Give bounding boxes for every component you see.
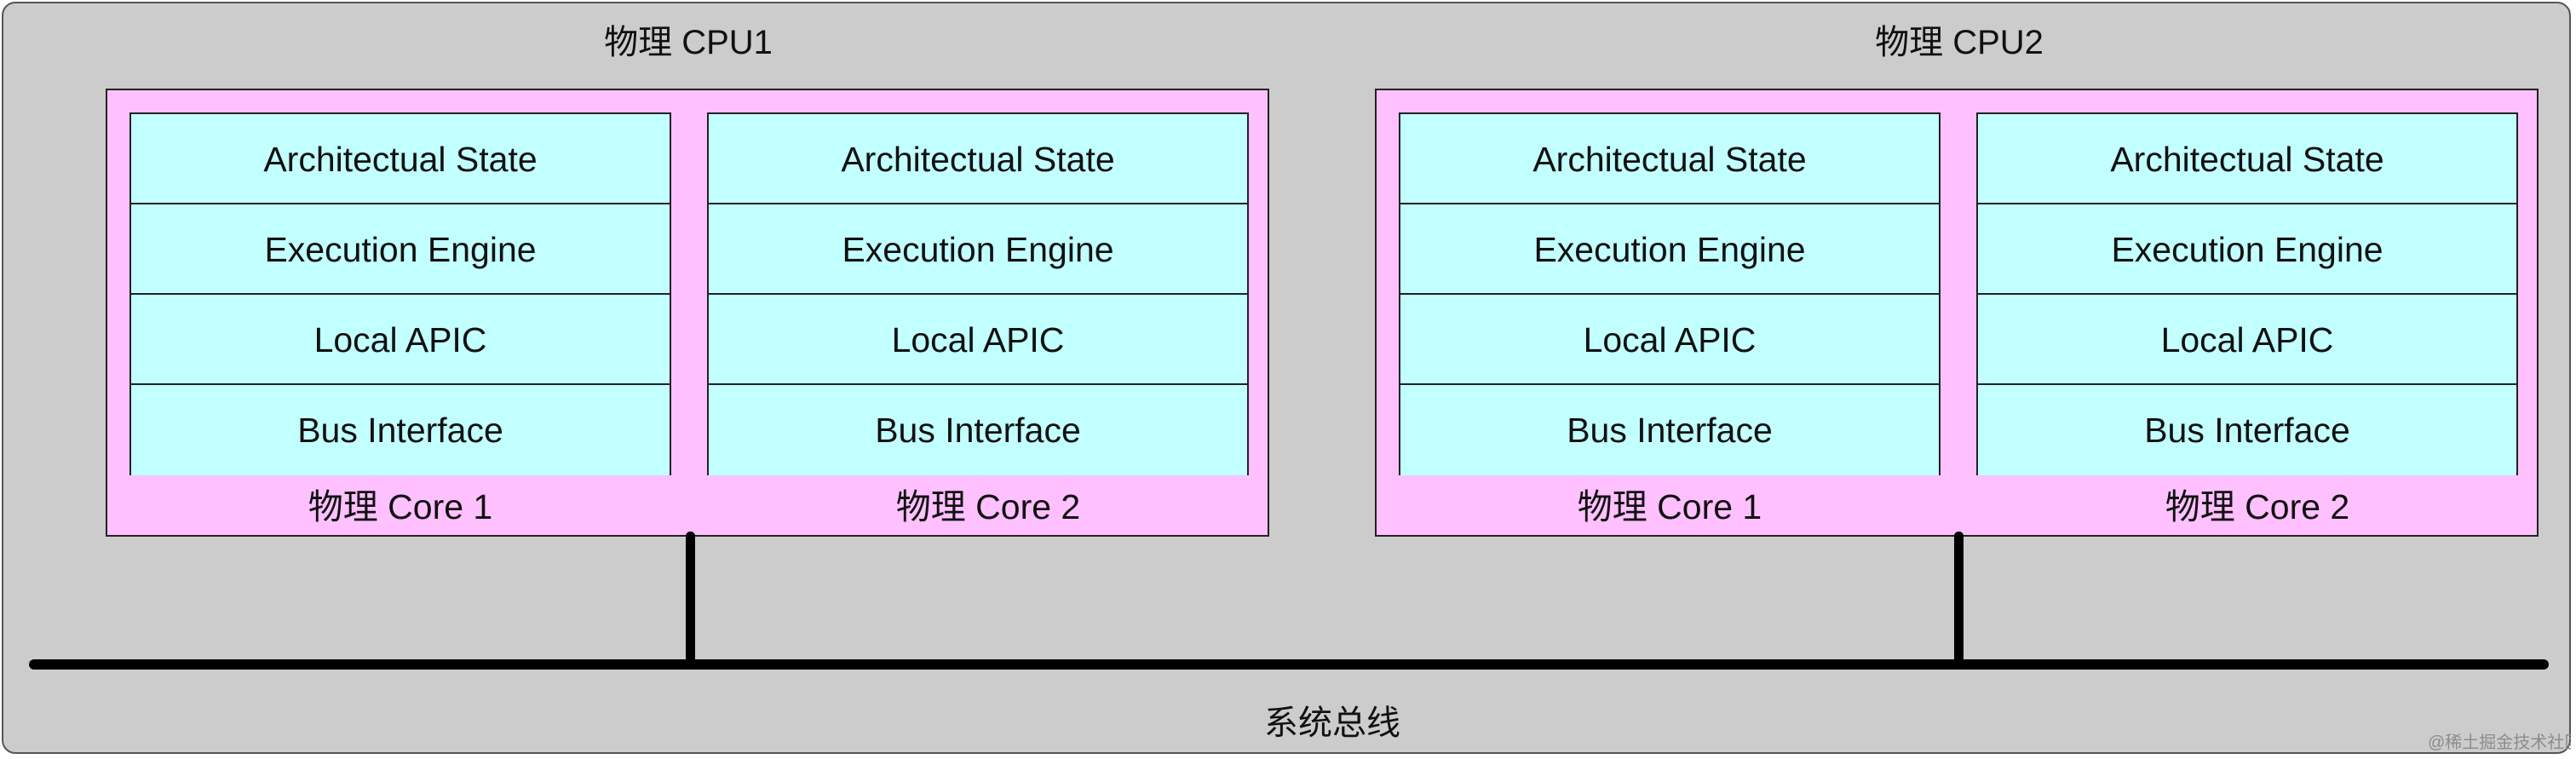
cpu1-title: 物理 CPU1 [604, 24, 773, 61]
cpu2-core2-local-apic: Local APIC [1978, 295, 2516, 385]
cpu1-core1: Architectual State Execution Engine Loca… [129, 112, 671, 475]
cpu2-title: 物理 CPU2 [1875, 24, 2044, 61]
cpu2-core1-local-apic: Local APIC [1400, 295, 1939, 385]
cpu2-core2-bus-interface: Bus Interface [1978, 385, 2516, 475]
watermark-text: @稀土掘金技术社区 [2428, 733, 2571, 752]
cpu2-core2-execution-engine: Execution Engine [1978, 204, 2516, 295]
system-bus-line [29, 659, 2549, 670]
cpu1-core2-label: 物理 Core 2 [895, 487, 1081, 526]
cpu2-core2: Architectual State Execution Engine Loca… [1976, 112, 2518, 475]
cpu1-core2-bus-interface: Bus Interface [709, 385, 1247, 475]
cpu2-core1: Architectual State Execution Engine Loca… [1399, 112, 1941, 475]
cpu1-core2-local-apic: Local APIC [709, 295, 1247, 385]
cpu1-core2-architectural-state: Architectual State [709, 114, 1247, 204]
cpu2-core2-architectural-state: Architectual State [1978, 114, 2516, 204]
cpu1-box: Architectual State Execution Engine Loca… [106, 89, 1269, 537]
cpu1-core1-label: 物理 Core 1 [308, 487, 493, 526]
cpu2-core1-bus-interface: Bus Interface [1400, 385, 1939, 475]
cpu1-core2-execution-engine: Execution Engine [709, 204, 1247, 295]
cpu2-core1-execution-engine: Execution Engine [1400, 204, 1939, 295]
cpu1-core1-execution-engine: Execution Engine [131, 204, 670, 295]
cpu2-core1-architectural-state: Architectual State [1400, 114, 1939, 204]
cpu2-bus-connector [1954, 532, 1964, 666]
cpu1-core1-architectural-state: Architectual State [131, 114, 670, 204]
cpu1-bus-connector [686, 532, 695, 666]
cpu2-core2-label: 物理 Core 2 [2165, 487, 2350, 526]
cpu1-core1-bus-interface: Bus Interface [131, 385, 670, 475]
cpu2-core1-label: 物理 Core 1 [1577, 487, 1762, 526]
cpu1-core1-local-apic: Local APIC [131, 295, 670, 385]
system-bus-label: 系统总线 [1264, 704, 1400, 742]
cpu1-core2: Architectual State Execution Engine Loca… [707, 112, 1249, 475]
cpu2-box: Architectual State Execution Engine Loca… [1375, 89, 2539, 537]
